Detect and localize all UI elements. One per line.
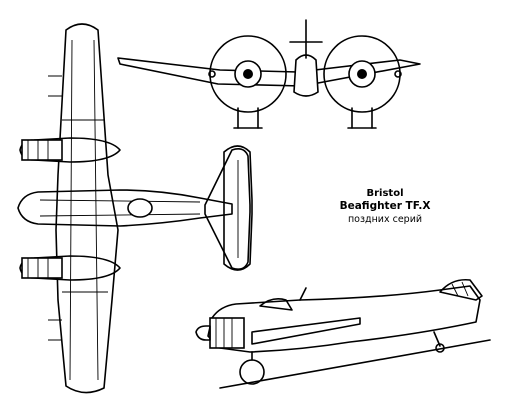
side-view bbox=[195, 278, 491, 389]
side-view-ground-line bbox=[219, 339, 491, 389]
side-view-fuselage bbox=[207, 285, 481, 353]
side-view-fin bbox=[439, 278, 483, 301]
front-view-fuselage bbox=[293, 54, 319, 97]
top-view-canopy bbox=[127, 198, 153, 218]
front-view-prop-left bbox=[209, 35, 287, 113]
aircraft-caption: Bristol Beafighter TF.X поздних серий bbox=[325, 187, 445, 226]
top-view bbox=[17, 23, 253, 394]
front-view bbox=[117, 19, 421, 129]
caption-model: Beafighter TF.X bbox=[339, 200, 431, 212]
top-view-wing bbox=[55, 23, 119, 394]
side-view-engine bbox=[209, 317, 245, 349]
front-view-prop-right bbox=[323, 35, 401, 113]
caption-maker: Bristol bbox=[366, 188, 404, 199]
top-view-tailplane bbox=[204, 148, 251, 270]
top-view-fuselage bbox=[17, 189, 233, 227]
caption-variant: поздних серий bbox=[347, 214, 423, 225]
